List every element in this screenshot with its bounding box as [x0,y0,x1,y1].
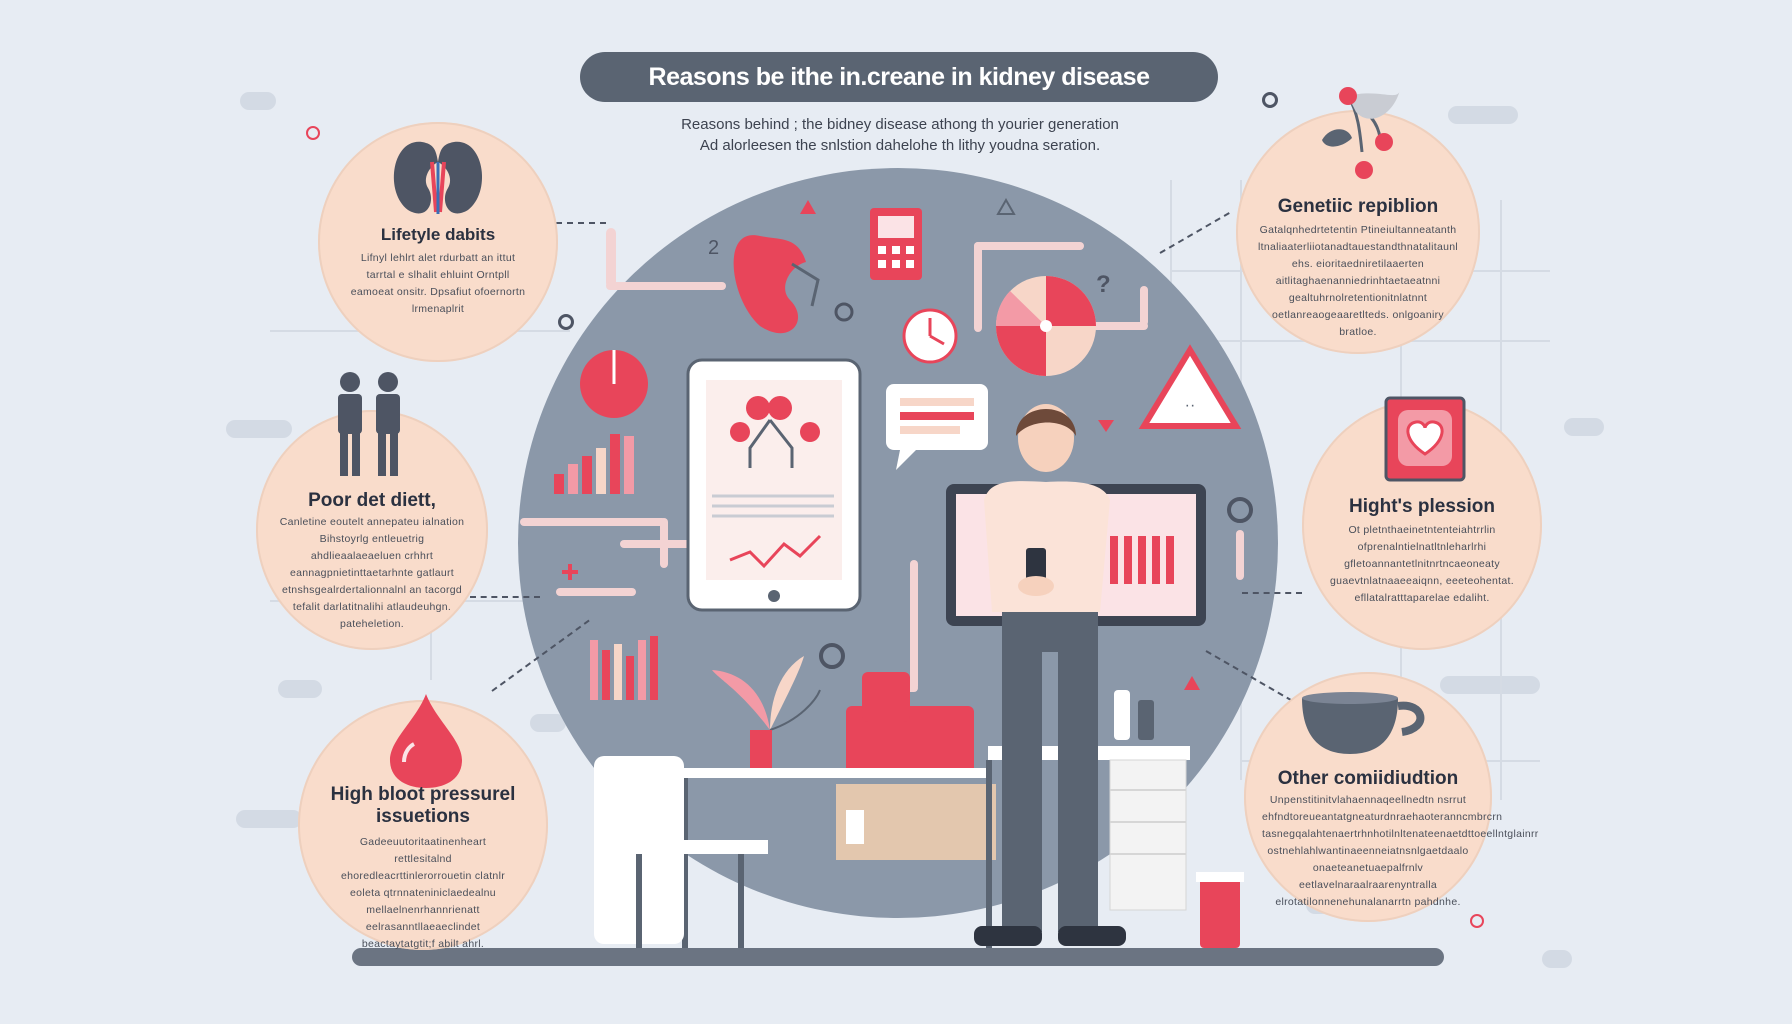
kidney-icon [733,235,820,334]
clock-icon [902,308,958,364]
person-icon [974,404,1126,946]
decor-pill [530,714,566,732]
decor-pill [1542,950,1572,968]
page-subtitle: Reasons behind ; the bidney disease atho… [600,114,1200,156]
bubble-other-text: Unpenstitinitvlahaennaqeellnedtn nsrrut … [1262,794,1539,908]
pipe [974,242,1084,250]
pipe [910,560,918,690]
ring-marker [1262,92,1278,108]
subtitle-line-1: Reasons behind ; the bidney disease atho… [681,116,1119,133]
plant-icon [712,656,821,770]
ring-marker [306,126,320,140]
triangle-icon [996,197,1016,215]
bubble-blood-pressure-text: Gadeeuutoritaatinenheart rettlesitalnd e… [341,836,505,950]
triangle-icon [800,200,816,214]
bubble-other: Other comiidiudtion Unpenstitinitvlahaen… [1244,672,1539,922]
pipe [606,282,726,290]
bubble-blood-pressure: High bloot pressurel issuetions Gadeeuut… [298,694,548,950]
page-title: Reasons be ithe in.creane in kidney dise… [580,52,1218,102]
bubble-poor-diet-title: Poor det diett, [308,490,436,511]
tablet-icon [686,358,862,612]
red-machine-icon [846,672,974,778]
pipe [520,518,666,526]
decor-pill [1440,676,1540,694]
bubble-genetic-text: Gatalqnhedrtetentin Ptineiultanneatanth … [1258,224,1458,338]
connector-line [556,222,606,224]
chair [594,756,768,948]
bubble-genetic-title: Genetiic repiblion [1277,196,1439,217]
ring-marker [1470,914,1484,928]
bubble-blood-pressure-title: High bloot pressurel issuetions [330,784,516,827]
connector-line [1242,592,1302,594]
bubble-poor-diet: Poor det diett, Canletine eoutelt annepa… [256,410,488,650]
cherry-icon [1322,87,1400,179]
pipe [620,540,700,548]
ring-marker [558,314,574,330]
pipe [1072,322,1148,330]
triangle-icon [1098,420,1114,432]
plus-icon [562,564,578,580]
warning-icon: ·· [1138,344,1242,429]
pipe [1140,286,1148,326]
bubble-hypertension-title: Hight's plession [1349,496,1495,517]
pipe [1236,530,1244,580]
decor-pill [1564,418,1604,436]
floor-bar [352,948,1444,966]
gear-icon [819,643,845,669]
jar-icon [1196,872,1244,948]
decor-pill [278,680,322,698]
decor-pill [236,810,302,828]
bubble-lifestyle-title: Lifetyle dabits [380,225,496,244]
question-mark: ? [1096,271,1111,298]
connector-line [470,596,540,598]
pipe [556,588,636,596]
message-bubble-icon [886,384,988,470]
cup-icon [1302,692,1425,754]
decor-pill [226,420,292,438]
pipe [606,228,616,288]
svg-text:··: ·· [1185,397,1196,414]
gear-icon [1227,497,1253,523]
bottle-icon [1114,690,1154,740]
bubble-lifestyle-text: Lifnyl lehlrt alet rdurbatt an ittut tar… [350,252,526,315]
bar-chart-icon [554,434,634,494]
desk-cup-icon [846,810,864,844]
bubble-lifestyle: Lifetyle dabits Lifnyl lehlrt alet rdurb… [318,122,558,362]
bubble-genetic: Genetiic repiblion Gatalqnhedrtetentin P… [1236,110,1480,354]
bubble-poor-diet-text: Canletine eoutelt annepateu ialnation Bi… [279,516,465,630]
stacked-bar-icon [590,636,658,700]
decor-pill [1448,106,1518,124]
calculator-icon [870,208,922,280]
pie-chart-icon [995,276,1096,376]
blood-drop-icon [390,694,462,788]
subtitle-line-2: Ad alorleesen the snlstion dahelohe th l… [699,137,1101,154]
heart-frame-icon [1384,396,1466,482]
bubble-hypertension-text: Ot pletnthaeinetntenteiahtrrlin ofprenal… [1330,524,1514,604]
half-pie-icon [580,350,648,418]
digit-mark: 2 [708,237,719,259]
triangle-icon [1184,676,1200,690]
pipe [974,242,982,332]
decor-pill [240,92,276,110]
kidney-icon [393,141,483,214]
bubble-other-title: Other comiidiudtion [1277,768,1459,789]
people-icon [338,372,400,476]
ring-icon [834,302,854,322]
